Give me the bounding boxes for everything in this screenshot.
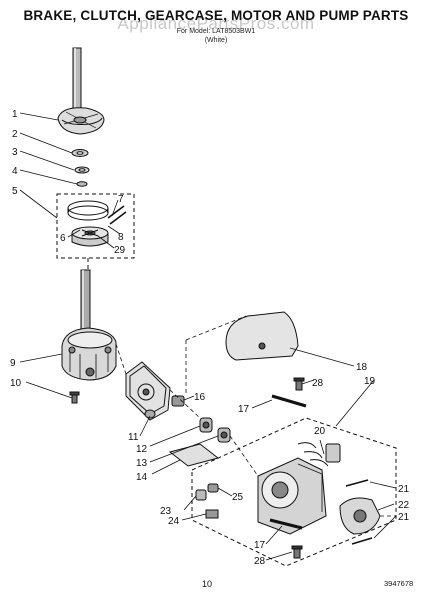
part-17-strap-upper [271, 394, 307, 408]
part-5-clutch-assembly [56, 193, 135, 259]
callout-20: 20 [314, 426, 326, 437]
lower-shaft [80, 269, 91, 333]
part-23-clip [195, 489, 207, 501]
part-9-gearcase [61, 327, 117, 381]
callout-22: 22 [398, 500, 410, 511]
callout-2: 2 [12, 129, 18, 140]
callout-14: 14 [136, 472, 148, 483]
callout-8: 8 [118, 232, 124, 243]
callout-11: 11 [128, 432, 139, 443]
callout-25: 25 [232, 492, 244, 503]
motor-mounting-plate [125, 361, 171, 421]
part-28-screw-upper [293, 377, 305, 391]
part-12b-coupling-half [217, 427, 231, 443]
callout-28-lower: 28 [254, 556, 266, 567]
part-21-clamp-lower [351, 537, 373, 545]
callout-3: 3 [12, 147, 18, 158]
part-17-strap-lower [269, 518, 303, 530]
diagram-title: BRAKE, CLUTCH, GEARCASE, MOTOR AND PUMP … [23, 8, 409, 23]
part-20-wire-harness [297, 442, 341, 467]
part-10-screw [69, 391, 80, 404]
callout-21-upper: 21 [398, 484, 410, 495]
callout-19: 19 [364, 376, 376, 387]
callout-18: 18 [356, 362, 368, 373]
document-number: 3947678 [384, 579, 414, 588]
callout-10: 10 [10, 378, 22, 389]
part-28-screw-lower [291, 545, 303, 559]
part-1-cam-assembly [57, 107, 105, 135]
callout-7: 7 [118, 194, 124, 205]
part-22-pump [339, 497, 381, 535]
callout-17-lower: 17 [254, 540, 266, 551]
watermark-text: AppliancePartsPros.com [117, 14, 315, 33]
part-25-fastener [207, 483, 219, 493]
motor [257, 457, 327, 535]
part-24-bracket [205, 509, 219, 519]
callout-1: 1 [12, 109, 18, 120]
model-subtitle: For Model: LAT8503BW1 [176, 28, 256, 35]
part-16-fastener [171, 395, 185, 407]
callout-labels: 1 2 3 4 5 6 7 8 29 9 10 11 12 13 14 16 1… [10, 109, 410, 567]
part-3-retaining-ring [74, 166, 90, 174]
callout-9: 9 [10, 358, 16, 369]
model-color: (White) [204, 37, 228, 44]
callout-28-upper: 28 [312, 378, 324, 389]
callout-13: 13 [136, 458, 148, 469]
callout-5: 5 [12, 186, 18, 197]
part-21-clamp-upper [345, 479, 369, 487]
page-number: 10 [202, 579, 213, 589]
callout-16: 16 [194, 392, 206, 403]
assembly-guide-lines [115, 315, 396, 517]
leader-lines [19, 112, 397, 561]
part-18-shield [225, 311, 299, 361]
callout-29: 29 [114, 245, 126, 256]
callout-21-lower: 21 [398, 512, 410, 523]
part-11-coupling [144, 409, 156, 419]
callout-4: 4 [12, 166, 18, 177]
callout-24: 24 [168, 516, 180, 527]
part-12-coupling-half [199, 417, 213, 433]
callout-6: 6 [60, 233, 66, 244]
part-2-washer [71, 149, 89, 157]
callout-23: 23 [160, 506, 172, 517]
callout-17-upper: 17 [238, 404, 250, 415]
part-4-thrust-washer [76, 181, 88, 187]
part-14-plate [168, 443, 220, 467]
callout-12: 12 [136, 444, 148, 455]
